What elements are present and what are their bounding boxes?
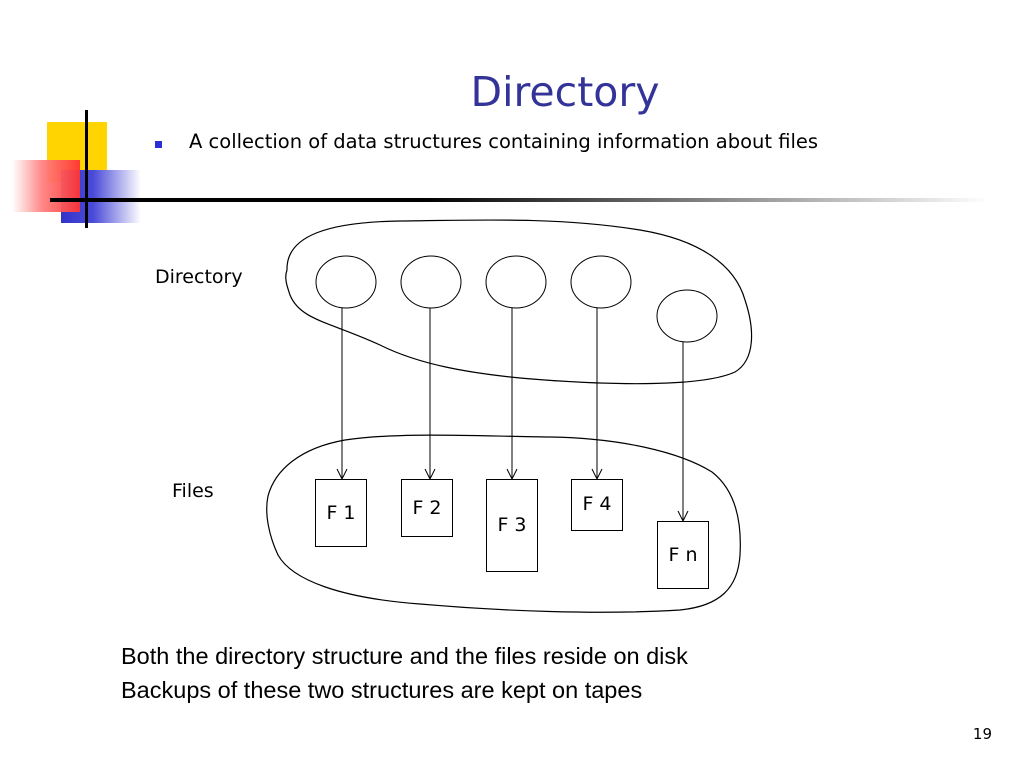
file-box: F 4 xyxy=(571,479,623,531)
file-box-label: F 4 xyxy=(582,493,612,515)
bullet-text: A collection of data structures containi… xyxy=(189,130,819,153)
file-box: F n xyxy=(657,521,709,589)
file-box-label: F n xyxy=(668,544,698,566)
directory-entry-circle xyxy=(315,255,377,309)
directory-entry-circle xyxy=(656,289,718,343)
directory-label: Directory xyxy=(155,266,243,288)
page-number: 19 xyxy=(972,725,992,743)
file-box-label: F 1 xyxy=(326,502,356,524)
directory-entry-circle xyxy=(400,255,462,309)
slide-title: Directory xyxy=(470,68,660,116)
bullet-marker xyxy=(155,141,162,148)
file-box: F 3 xyxy=(486,479,538,572)
note-line: Both the directory structure and the fil… xyxy=(121,643,688,669)
file-box: F 1 xyxy=(315,479,367,547)
deco-horizontal-line xyxy=(50,198,990,202)
directory-entry-circle xyxy=(485,255,547,309)
note-line: Backups of these two structures are kept… xyxy=(121,677,643,703)
deco-vertical-line xyxy=(85,110,88,228)
file-box-label: F 3 xyxy=(497,514,527,536)
files-outline xyxy=(266,434,741,613)
decorative-graphic xyxy=(0,0,1024,240)
directory-outline xyxy=(285,219,753,385)
file-box: F 2 xyxy=(401,479,453,537)
deco-red-square xyxy=(12,160,80,212)
file-box-label: F 2 xyxy=(412,497,442,519)
directory-entry-circle xyxy=(570,255,632,309)
files-label: Files xyxy=(172,480,214,502)
